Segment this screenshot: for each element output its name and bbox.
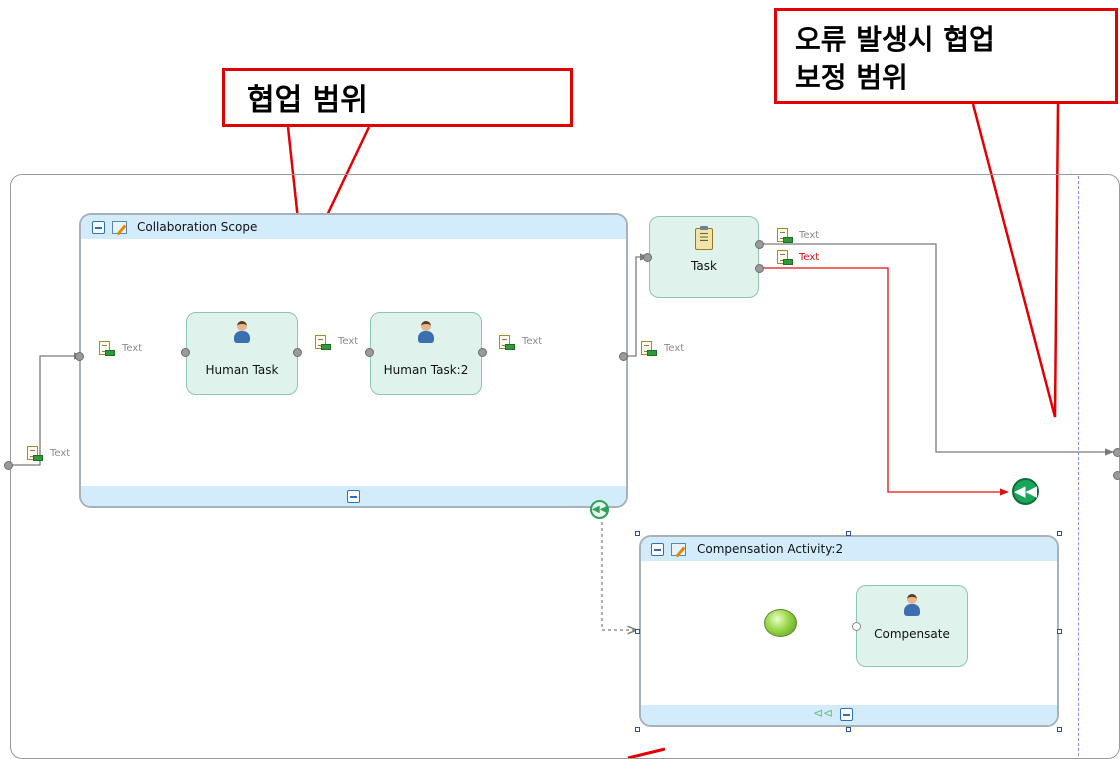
scope-output-port[interactable] xyxy=(619,352,628,361)
flow-task-to-end xyxy=(760,243,1114,456)
callout-error-line-1: 오류 발생시 협업 xyxy=(795,23,995,56)
alignment-guide xyxy=(1078,176,1079,756)
collapse-icon[interactable] xyxy=(651,543,664,556)
selection-handle[interactable] xyxy=(846,531,851,536)
data-document-icon xyxy=(99,341,115,357)
person-icon xyxy=(904,594,920,616)
task-input-port[interactable] xyxy=(643,253,652,262)
scope-edit-icon xyxy=(112,221,127,234)
collaboration-scope-header: Collaboration Scope xyxy=(81,215,626,239)
human-task-2[interactable]: Human Task:2 xyxy=(370,312,482,395)
compensate-task-label: Compensate xyxy=(874,627,950,641)
callout-collab-scope: 협업 범위 xyxy=(222,68,573,127)
start-event[interactable] xyxy=(764,609,797,637)
callout-error-compensation: 오류 발생시 협업 보정 범위 xyxy=(774,8,1118,104)
selection-handle[interactable] xyxy=(1057,629,1062,634)
collapse-icon[interactable] xyxy=(347,490,360,503)
compensation-scope-title: Compensation Activity:2 xyxy=(697,542,844,556)
flow-scope-out-to-task xyxy=(624,253,649,357)
collapse-icon[interactable] xyxy=(840,708,853,721)
data-label-entry: Text xyxy=(50,448,71,459)
collaboration-scope-footer xyxy=(81,486,626,506)
compensation-association xyxy=(601,522,636,630)
person-icon xyxy=(418,321,434,343)
human-task-1-output-port[interactable] xyxy=(293,348,302,357)
callout-collab-scope-text: 협업 범위 xyxy=(247,83,368,118)
selection-handle[interactable] xyxy=(635,531,640,536)
data-document-icon xyxy=(27,446,43,462)
data-label-after-human2: Text xyxy=(522,336,543,347)
data-label-task-out: Text xyxy=(799,230,820,241)
process-output-port[interactable] xyxy=(1113,471,1120,480)
process-output-port[interactable] xyxy=(1113,448,1120,457)
compensation-scope-header: Compensation Activity:2 xyxy=(641,537,1057,561)
selection-handle[interactable] xyxy=(635,629,640,634)
human-task-2-output-port[interactable] xyxy=(478,348,487,357)
data-document-icon xyxy=(315,335,331,351)
task-label: Task xyxy=(691,259,717,273)
data-label-task-fault: Text xyxy=(799,252,820,263)
selection-handle[interactable] xyxy=(635,727,640,732)
compensation-activity-scope[interactable]: Compensation Activity:2 ⊲⊲ xyxy=(639,535,1059,727)
data-document-icon xyxy=(499,335,515,351)
collapse-icon[interactable] xyxy=(92,221,105,234)
task-output-port[interactable] xyxy=(755,240,764,249)
compensation-scope-footer: ⊲⊲ xyxy=(641,705,1057,725)
selection-handle[interactable] xyxy=(1057,727,1062,732)
data-label-scope-in: Text xyxy=(122,343,143,354)
selection-handle[interactable] xyxy=(1057,531,1062,536)
data-label-between-humans: Text xyxy=(338,336,359,347)
compensation-boundary-event[interactable]: ◀◀ xyxy=(590,500,609,519)
task-fault-port[interactable] xyxy=(755,264,764,273)
person-icon xyxy=(234,321,250,343)
clipboard-icon xyxy=(695,226,713,250)
callout-pointer-fragment xyxy=(627,747,666,758)
collaboration-scope-title: Collaboration Scope xyxy=(137,220,258,234)
callout-pointer-error xyxy=(971,103,1060,418)
human-task-2-label: Human Task:2 xyxy=(383,363,469,377)
compensate-task[interactable]: Compensate xyxy=(856,585,968,667)
human-task-1-label: Human Task xyxy=(205,363,279,377)
data-label-scope-out: Text xyxy=(664,343,685,354)
human-task-1-input-port[interactable] xyxy=(181,348,190,357)
human-task-2-input-port[interactable] xyxy=(365,348,374,357)
data-document-icon xyxy=(777,250,793,266)
task[interactable]: Task xyxy=(649,216,759,298)
collaboration-scope[interactable]: Collaboration Scope xyxy=(79,213,628,508)
compensate-input-port[interactable] xyxy=(852,622,861,631)
data-document-icon xyxy=(641,341,657,357)
flow-entry-to-scope xyxy=(9,352,83,466)
data-document-icon xyxy=(777,228,793,244)
compensation-marker-icon: ⊲⊲ xyxy=(813,706,834,720)
human-task-1[interactable]: Human Task xyxy=(186,312,298,395)
selection-handle[interactable] xyxy=(846,727,851,732)
callout-error-line-2: 보정 범위 xyxy=(795,61,908,94)
scope-edit-icon xyxy=(671,543,686,556)
flow-task-fault-to-compensate-event xyxy=(760,267,1009,496)
process-input-port[interactable] xyxy=(4,461,13,470)
compensation-throw-event[interactable]: ◀◀ xyxy=(1012,478,1039,505)
scope-input-port[interactable] xyxy=(75,352,84,361)
